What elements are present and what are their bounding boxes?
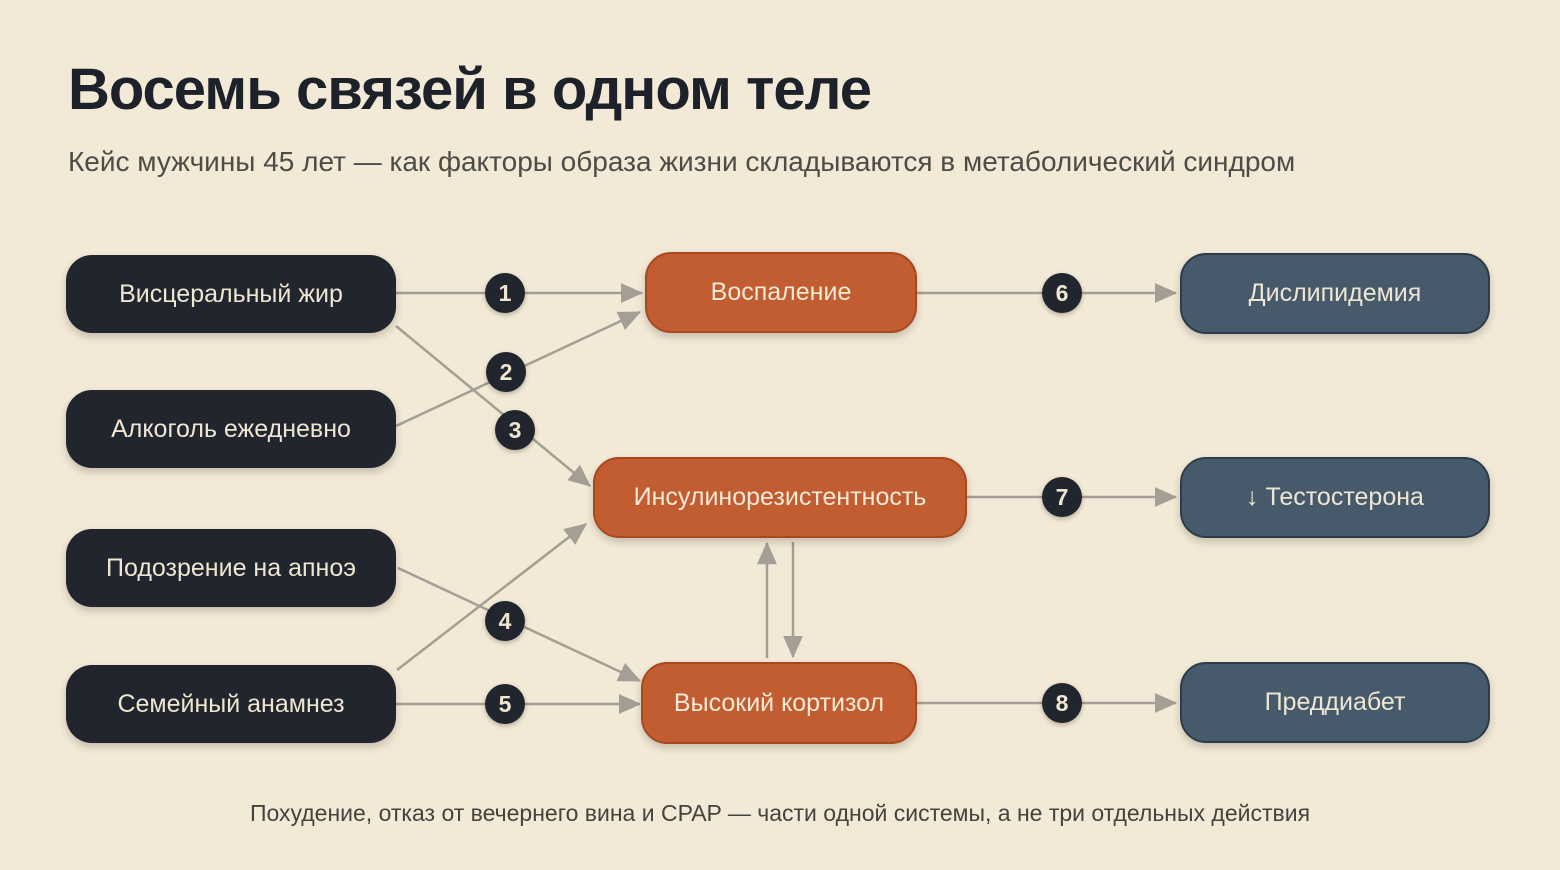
node-visceral-fat: Висцеральный жир bbox=[66, 255, 396, 333]
edge-badge-1: 1 bbox=[485, 273, 525, 313]
edge-badge-4: 4 bbox=[485, 601, 525, 641]
edge-badge-6: 6 bbox=[1042, 273, 1082, 313]
arrow-family-to-insulin bbox=[396, 523, 587, 671]
edge-number: 8 bbox=[1055, 689, 1069, 716]
node-dyslipidemia: Дислипидемия bbox=[1180, 253, 1490, 334]
node-label: Висцеральный жир bbox=[119, 279, 343, 308]
edge-badge-7: 7 bbox=[1042, 477, 1082, 517]
page-title: Восемь связей в одном теле bbox=[68, 57, 872, 122]
node-insulin-resistance: Инсулинорезистентность bbox=[593, 457, 967, 538]
edge-badge-8: 8 bbox=[1042, 683, 1082, 723]
edge-badge-5: 5 bbox=[485, 684, 525, 724]
edge-number: 3 bbox=[508, 416, 522, 443]
node-label: Преддиабет bbox=[1264, 688, 1406, 716]
footer-note: Похудение, отказ от вечернего вина и CPA… bbox=[249, 800, 1311, 826]
node-label: ↓ Тестостерона bbox=[1246, 483, 1424, 511]
node-apnea-suspicion: Подозрение на апноэ bbox=[66, 529, 396, 607]
node-high-cortisol: Высокий кортизол bbox=[641, 662, 917, 744]
node-family-history: Семейный анамнез bbox=[66, 665, 396, 743]
edge-badge-2: 2 bbox=[486, 352, 526, 392]
edge-number: 4 bbox=[498, 607, 512, 634]
node-label: Дислипидемия bbox=[1248, 279, 1422, 307]
node-label: Алкоголь ежедневно bbox=[111, 414, 351, 443]
edge-number: 6 bbox=[1055, 279, 1069, 306]
edge-number: 2 bbox=[499, 358, 513, 385]
node-alcohol-daily: Алкоголь ежедневно bbox=[66, 390, 396, 468]
node-low-testosterone: ↓ Тестостерона bbox=[1180, 457, 1490, 538]
edge-badge-3: 3 bbox=[495, 410, 535, 450]
edge-number: 5 bbox=[498, 690, 512, 717]
node-prediabetes: Преддиабет bbox=[1180, 662, 1490, 743]
node-inflammation: Воспаление bbox=[645, 252, 917, 333]
node-label: Инсулинорезистентность bbox=[633, 483, 927, 511]
node-label: Подозрение на апноэ bbox=[106, 553, 356, 582]
node-label: Воспаление bbox=[710, 278, 852, 306]
edge-number: 1 bbox=[498, 279, 512, 306]
arrow-3 bbox=[395, 325, 591, 487]
edge-number: 7 bbox=[1055, 483, 1069, 510]
node-label: Высокий кортизол bbox=[673, 688, 885, 717]
page-subtitle: Кейс мужчины 45 лет — как факторы образа… bbox=[68, 146, 1296, 177]
node-label: Семейный анамнез bbox=[117, 689, 345, 718]
